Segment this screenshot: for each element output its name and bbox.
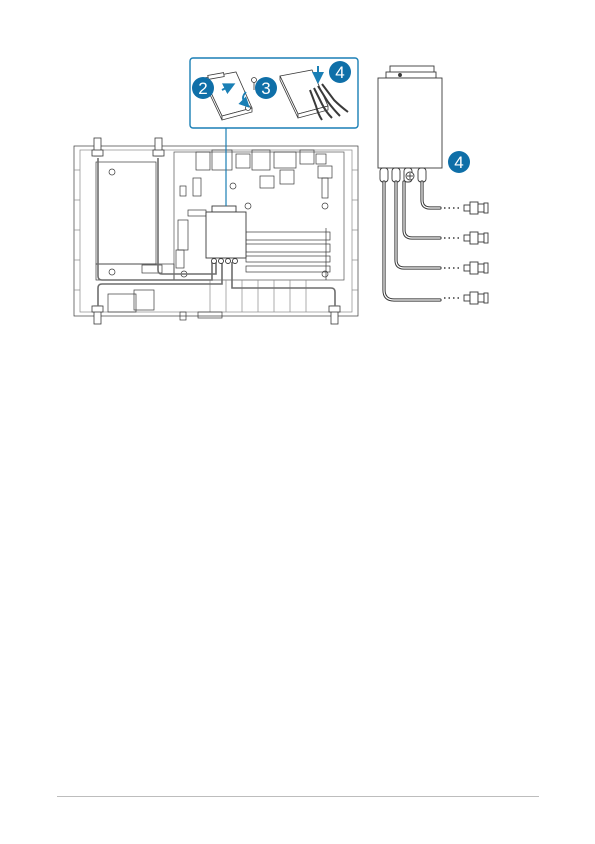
callout-step-4-inset: 4	[329, 61, 351, 83]
callout-label: 2	[198, 79, 207, 98]
callout-step-3: 3	[255, 77, 277, 99]
callout-step-2: 2	[192, 77, 214, 99]
installed-module	[206, 206, 246, 264]
callout-label: 4	[454, 153, 463, 172]
module-cables	[384, 182, 440, 300]
callout-step-4-module: 4	[448, 151, 470, 173]
callout-label: 4	[335, 63, 344, 82]
footer-divider	[57, 796, 539, 797]
module-detail	[378, 66, 442, 182]
antenna-plugs	[444, 202, 488, 304]
callout-label: 3	[261, 79, 270, 98]
